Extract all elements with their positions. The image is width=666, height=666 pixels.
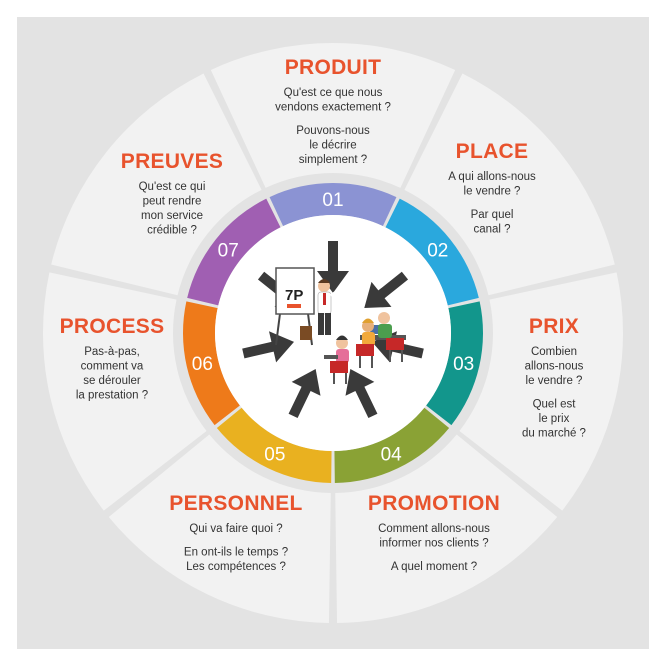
inner-ring: [183, 183, 483, 483]
flipchart-board: [275, 267, 315, 315]
segment-description-line: se dérouler: [83, 375, 141, 387]
segment-description-line: En ont-ils le temps ?: [184, 547, 288, 559]
segment-description-line: Qu'est ce que nous: [284, 87, 383, 99]
segment-title: PROCESS: [60, 315, 165, 338]
segment-description-line: comment va: [81, 361, 144, 373]
segment-description-line: Pas-à-pas,: [84, 346, 140, 358]
segment-title: PLACE: [456, 140, 529, 163]
segment-description-line: A qui allons-nous: [448, 171, 536, 183]
segment-description-line: allons-nous: [525, 361, 584, 373]
ring-segment-06: [183, 301, 240, 426]
outer-ring: [42, 43, 624, 623]
segment-description-line: simplement ?: [299, 154, 367, 166]
segment-description-line: Qui va faire quoi ?: [189, 523, 282, 535]
outer-segment-personnel: [108, 434, 331, 623]
segment-description-line: le prix: [539, 413, 570, 425]
ring-segment-05: [216, 407, 332, 483]
outer-segment-prix: [459, 272, 624, 511]
arrow-icon: [364, 271, 409, 309]
segment-description-line: Quel est: [533, 399, 577, 411]
outer-segment-place: [404, 73, 615, 296]
segment-number: 01: [322, 190, 343, 211]
arrow-icon: [345, 369, 378, 419]
segment-number: 03: [453, 354, 474, 375]
segment-description-line: Comment allons-nous: [378, 523, 490, 535]
segment-description-line: Par quel: [471, 209, 514, 221]
segment-description-line: du marché ?: [522, 428, 586, 440]
segment-title: PROMOTION: [368, 492, 500, 515]
audience: [324, 312, 406, 384]
outer-segment-preuves: [51, 73, 262, 296]
segment-texts: PRODUIT Qu'est ce que nous vendons exactem…: [60, 56, 586, 573]
segment-description-line: Qu'est ce qui: [139, 181, 206, 193]
ring-segment-07: [187, 198, 281, 306]
segment-description-line: Pouvons-nous: [296, 125, 370, 137]
segment-number: 06: [192, 354, 213, 375]
segment-description-line: vendons exactement ?: [275, 102, 391, 114]
outer-segment-process: [42, 272, 207, 511]
segment-description-line: le vendre ?: [464, 186, 521, 198]
segment-description-line: la prestation ?: [76, 390, 148, 402]
center-illustration: 7P: [275, 267, 406, 384]
segment-description-line: Combien: [531, 346, 577, 358]
ring-segment-01: [269, 183, 397, 227]
segment-description-line: A quel moment ?: [391, 561, 477, 573]
ring-segment-02: [385, 198, 479, 306]
ring-segment-03: [426, 301, 483, 426]
flipchart: 7P: [275, 267, 315, 346]
arrow-icon: [242, 331, 295, 363]
outer-segment-produit: [210, 43, 456, 188]
segment-title: PRIX: [529, 315, 579, 338]
segment-description-line: crédible ?: [147, 225, 197, 237]
segment-description-line: peut rendre: [143, 196, 202, 208]
board-label: 7P: [285, 287, 303, 304]
segment-description-line: Les compétences ?: [186, 561, 286, 573]
arrow-icon: [288, 369, 321, 419]
segment-description-line: le décrire: [309, 140, 356, 152]
segment-description-line: canal ?: [473, 224, 510, 236]
segment-title: PERSONNEL: [169, 492, 302, 515]
segment-title: PRODUIT: [285, 56, 382, 79]
presenter: [300, 279, 348, 340]
segment-title: PREUVES: [121, 150, 223, 173]
segment-number: 02: [427, 240, 448, 261]
segment-number: 04: [381, 445, 403, 466]
segment-numbers: 01 02 03 04 05 06 07: [192, 190, 474, 466]
center-disc: [215, 215, 451, 451]
segment-description-line: mon service: [141, 210, 203, 222]
segment-number: 07: [218, 240, 239, 261]
segment-description-line: informer nos clients ?: [379, 538, 488, 550]
segment-number: 05: [264, 445, 285, 466]
ring-segment-04: [334, 407, 450, 483]
segment-description-line: le vendre ?: [526, 375, 583, 387]
outer-segment-promotion: [335, 434, 558, 623]
